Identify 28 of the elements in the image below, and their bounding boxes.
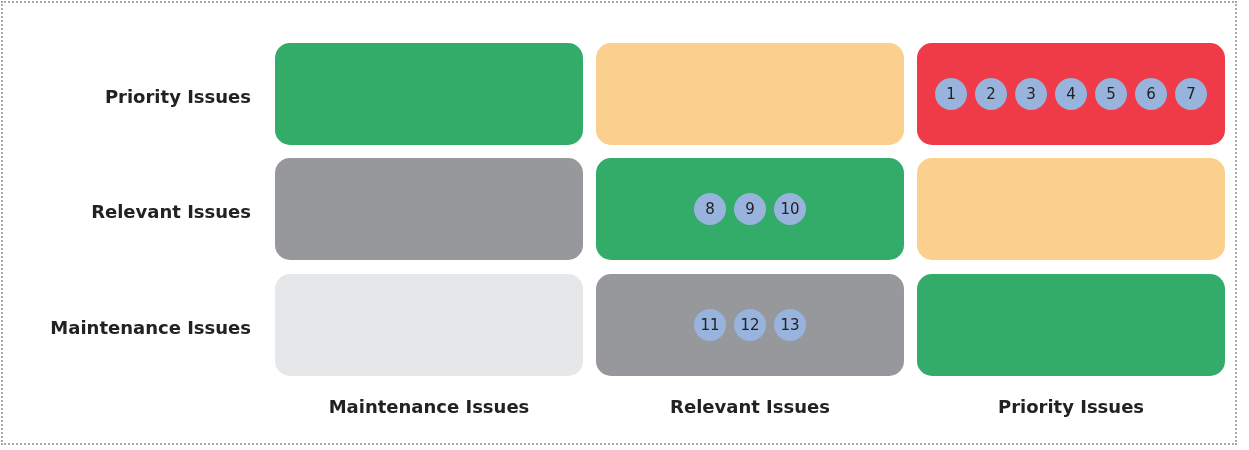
- matrix-cell: [596, 274, 904, 376]
- numbered-circle: 8: [694, 193, 726, 225]
- numbered-circle: 1: [935, 78, 967, 110]
- numbered-circle: 4: [1055, 78, 1087, 110]
- matrix-cell: [275, 158, 583, 260]
- numbered-circle: 13: [774, 309, 806, 341]
- numbered-circle: 6: [1135, 78, 1167, 110]
- numbered-circle: 7: [1175, 78, 1207, 110]
- column-header: Maintenance Issues: [327, 396, 531, 417]
- row-header: Priority Issues: [104, 85, 251, 107]
- column-header: Priority Issues: [996, 396, 1146, 417]
- numbered-circle: 10: [774, 193, 806, 225]
- column-header: Relevant Issues: [669, 396, 831, 417]
- row-header: Maintenance Issues: [50, 316, 251, 338]
- matrix-cell: [596, 158, 904, 260]
- numbered-circle: 2: [975, 78, 1007, 110]
- numbered-circle: 5: [1095, 78, 1127, 110]
- matrix-cell: [275, 43, 583, 145]
- matrix-cell: [917, 158, 1225, 260]
- matrix-cell: [917, 43, 1225, 145]
- row-header: Relevant Issues: [91, 200, 251, 222]
- numbered-circle: 3: [1015, 78, 1047, 110]
- matrix-cell: [275, 274, 583, 376]
- numbered-circle: 12: [734, 309, 766, 341]
- matrix-cell: [596, 43, 904, 145]
- numbered-circle: 9: [734, 193, 766, 225]
- numbered-circle: 11: [694, 309, 726, 341]
- matrix-cell: [917, 274, 1225, 376]
